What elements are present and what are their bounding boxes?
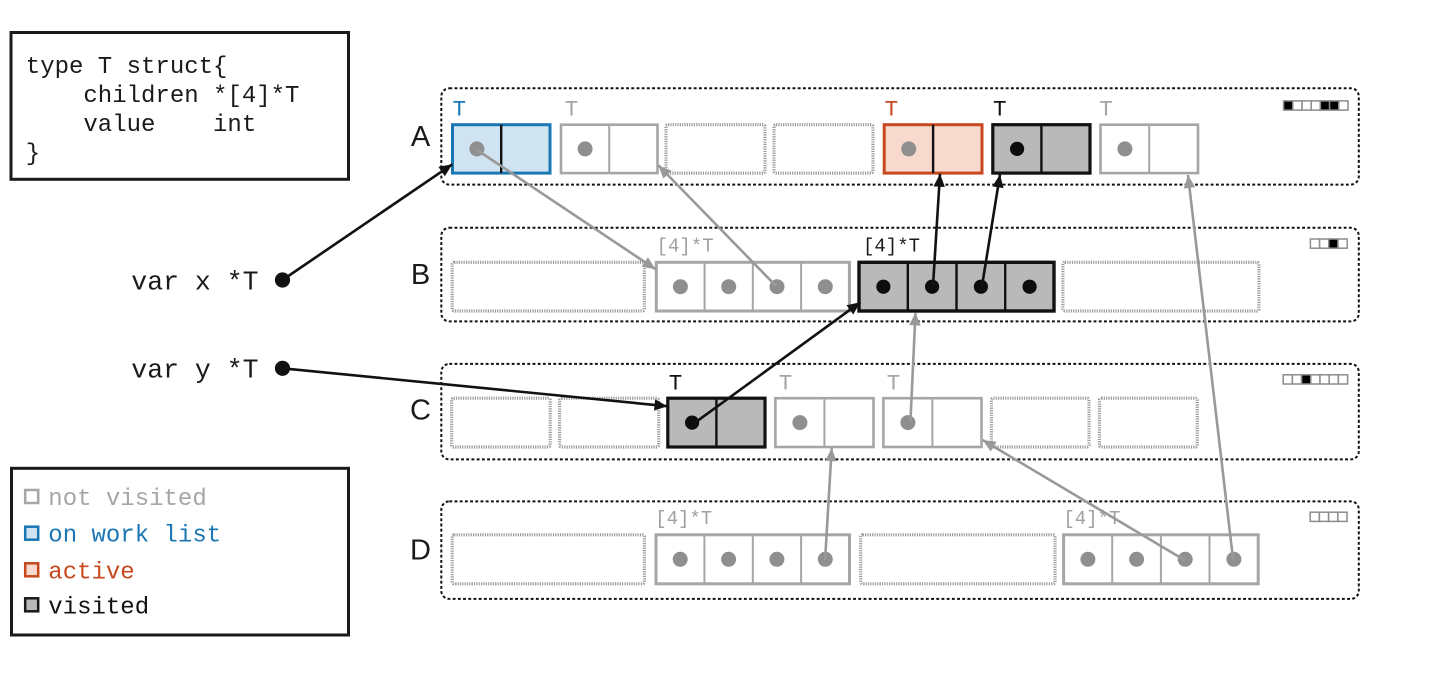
svg-text:[4]*T: [4]*T — [657, 235, 714, 257]
svg-text:var y *T: var y *T — [131, 356, 258, 386]
svg-text:}: } — [26, 141, 40, 168]
svg-text:C: C — [410, 395, 431, 427]
svg-text:T: T — [1099, 97, 1113, 123]
svg-text:visited: visited — [48, 594, 149, 621]
svg-text:T: T — [779, 371, 793, 397]
svg-text:T: T — [993, 97, 1007, 123]
svg-text:A: A — [411, 121, 431, 153]
svg-text:value int: value int — [26, 112, 256, 139]
svg-text:[4]*T: [4]*T — [655, 508, 712, 530]
svg-text:children *[4]*T: children *[4]*T — [26, 83, 300, 110]
svg-text:on work list: on work list — [48, 523, 221, 550]
svg-text:not visited: not visited — [48, 486, 206, 513]
svg-text:B: B — [411, 259, 430, 291]
svg-text:[4]*T: [4]*T — [863, 235, 920, 257]
svg-text:T: T — [885, 97, 899, 123]
svg-text:T: T — [453, 97, 467, 123]
svg-text:active: active — [48, 559, 134, 586]
svg-text:T: T — [887, 371, 901, 397]
svg-text:T: T — [565, 97, 579, 123]
svg-text:[4]*T: [4]*T — [1063, 508, 1120, 530]
svg-text:var x *T: var x *T — [131, 268, 258, 298]
svg-text:T: T — [669, 371, 683, 397]
svg-text:type T struct{: type T struct{ — [26, 54, 228, 81]
svg-text:D: D — [410, 535, 431, 567]
